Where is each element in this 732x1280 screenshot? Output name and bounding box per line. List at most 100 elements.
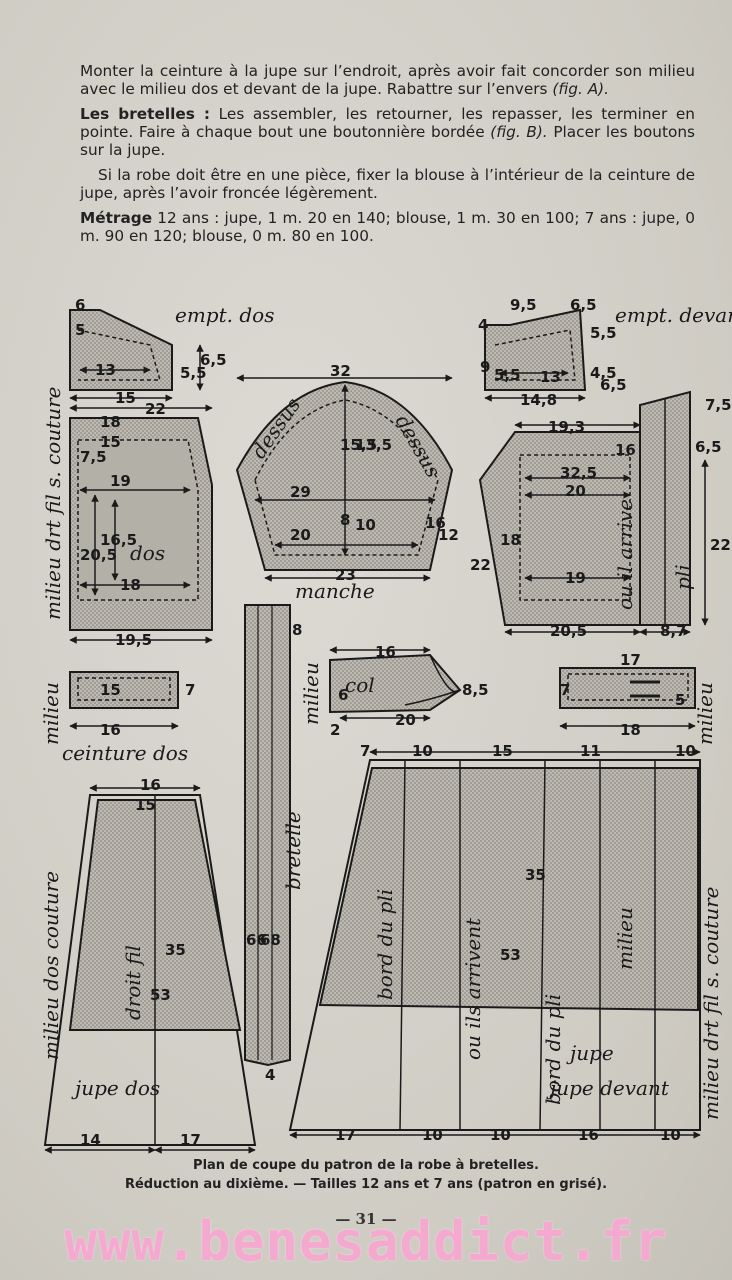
measure: 29 — [290, 483, 311, 501]
label-emp-dos: empt. dos — [175, 303, 274, 327]
piece-ceinture-devant — [559, 667, 696, 730]
measure: 4 — [265, 1066, 275, 1084]
label-dos: dos — [130, 541, 165, 565]
measure: 7 — [360, 742, 370, 760]
piece-empiecement-devant — [484, 308, 587, 402]
measure: 10 — [675, 742, 696, 760]
measure: 5 — [75, 321, 85, 339]
fig-a-ref: (fig. A). — [552, 80, 609, 98]
measure: 16 — [425, 514, 446, 532]
measure: 22 — [710, 536, 731, 554]
label-bord-du-pli-2: bord du pli — [541, 994, 565, 1105]
label-bretelle: bretelle — [281, 811, 305, 890]
piece-ceinture-dos — [69, 671, 179, 730]
measure: 20 — [290, 526, 311, 544]
measure: 6,5 — [600, 376, 627, 394]
label-milieu-ceinture: milieu — [39, 682, 63, 745]
measure: 19 — [110, 472, 131, 490]
measure: 23 — [335, 566, 356, 584]
measure: 18 — [500, 531, 521, 549]
measure: 6,5 — [570, 296, 597, 314]
measure: 14,8 — [520, 391, 557, 409]
label-ou-ils-arrivent: ou ils arrivent — [461, 917, 485, 1060]
measure: 4,5 — [590, 364, 617, 382]
label-milieu-drt-fil: milieu drt fil s. couture — [699, 887, 723, 1121]
measure: 8 — [292, 621, 302, 639]
label-emp-devant: empt. devant — [615, 303, 732, 327]
measure: 5,5 — [180, 364, 207, 382]
piece-jupe-devant — [288, 748, 701, 1139]
measure: 16 — [140, 776, 161, 794]
label-milieu-jupe: milieu — [613, 907, 637, 970]
measure: 19,3 — [548, 418, 585, 436]
measure: 15,5 — [340, 436, 377, 454]
measure: 7 — [560, 681, 570, 699]
label-pli: pli — [671, 564, 695, 590]
measure: 17 — [620, 651, 641, 669]
fig-b-ref: (fig. B). — [490, 123, 548, 141]
measure: 20,5 — [550, 622, 587, 640]
caption-title: Plan de coupe du patron de la robe à bre… — [193, 1158, 539, 1173]
measure: 2 — [330, 721, 340, 739]
measure: 53 — [150, 986, 171, 1004]
measure: 9 — [480, 358, 490, 376]
measure: 4 — [478, 316, 488, 334]
caption-subtitle: Réduction au dixième. — Tailles 12 ans e… — [124, 1177, 608, 1192]
measure: 18 — [620, 721, 641, 739]
measure: 35 — [525, 866, 546, 884]
measure: 6,5 — [695, 438, 722, 456]
measure: 13 — [95, 361, 116, 379]
measure: 8 — [340, 511, 350, 529]
label-ceinture-dos: ceinture dos — [62, 741, 188, 765]
measure: 68 — [260, 931, 281, 949]
paragraph-ceinture: Monter la ceinture à la jupe sur l’endro… — [80, 62, 695, 98]
measure: 19 — [565, 569, 586, 587]
measure: 16 — [100, 721, 121, 739]
measure: 8,7 — [660, 622, 687, 640]
measure: 18 — [120, 576, 141, 594]
measure: 10 — [355, 516, 376, 534]
measure: 5,5 — [590, 324, 617, 342]
piece-manche — [235, 374, 454, 582]
piece-col — [329, 646, 462, 722]
measure: 16,5 — [100, 531, 137, 549]
label-milieu-ceinture-devant: milieu — [693, 682, 717, 745]
measure: 22 — [145, 400, 166, 418]
paragraph-une-piece: Si la robe doit être en une pièce, fixer… — [80, 166, 695, 202]
piece-devant-blouse — [478, 390, 709, 636]
measure: 9,5 — [510, 296, 537, 314]
measure: 15 — [135, 796, 156, 814]
measure: 6 — [338, 686, 348, 704]
measure: 15 — [492, 742, 513, 760]
label-milieu-dos-fil: milieu drt fil s. couture — [41, 387, 65, 621]
measure: 16 — [615, 441, 636, 459]
paragraph-metrage: Métrage 12 ans : jupe, 1 m. 20 en 140; b… — [80, 209, 695, 245]
label-droit-fil: droit fil — [121, 945, 145, 1020]
measure: 17 — [180, 1131, 201, 1149]
measure: 32 — [330, 362, 351, 380]
label-jupe-dos: jupe dos — [71, 1076, 160, 1100]
measurement-labels: 6 5 13 15 5,5 6,5 32 9,5 6,5 4 5,5 9 5,5… — [75, 296, 732, 1149]
measure: 13,5 — [355, 436, 392, 454]
piece-labels: empt. dos empt. devant milieu drt fil s.… — [39, 303, 732, 1120]
piece-dos — [69, 404, 213, 644]
label-ou-il-arrive: ou il arrive — [613, 499, 637, 610]
measure: 7,5 — [705, 396, 732, 414]
label-milieu-col: milieu — [299, 662, 323, 725]
measure: 20 — [565, 482, 586, 500]
label-jupe: jupe — [566, 1041, 614, 1065]
instructions-text: Monter la ceinture à la jupe sur l’endro… — [80, 62, 695, 252]
measure: 15 — [115, 389, 136, 407]
label-col: col — [345, 673, 375, 697]
measure: 5,5 — [494, 366, 521, 384]
measure: 14 — [80, 1131, 101, 1149]
measure: 18 — [100, 413, 121, 431]
bretelles-text: Les assembler, les retourner, les repass… — [80, 105, 695, 141]
metrage-text: 12 ans : jupe, 1 m. 20 en 140; blouse, 1… — [80, 209, 695, 245]
piece-bretelle — [244, 604, 291, 1067]
measure: 35 — [165, 941, 186, 959]
paragraph-ceinture-text: Monter la ceinture à la jupe sur l’endro… — [80, 62, 695, 98]
label-devant: jupe devant — [546, 1076, 670, 1100]
measure: 15 — [100, 681, 121, 699]
